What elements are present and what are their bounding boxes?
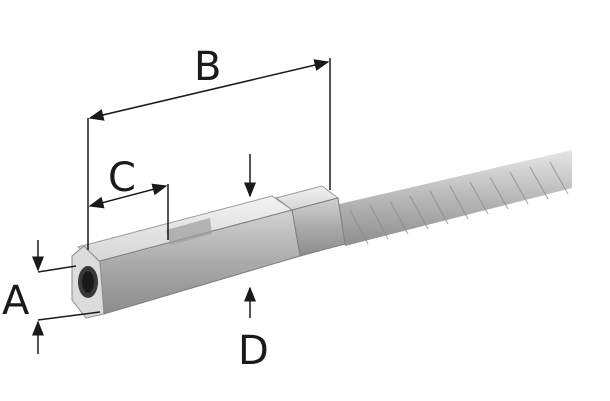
label-c: C [108, 155, 136, 201]
label-b: B [194, 44, 221, 90]
dimension-b [87, 58, 331, 250]
wire-rope-cable [335, 150, 572, 246]
hex-body-main [76, 195, 301, 315]
dimension-a [32, 240, 101, 354]
hex-end-face [71, 245, 105, 319]
dimension-c [88, 183, 169, 240]
label-d: D [238, 328, 269, 374]
label-a: A [2, 278, 30, 324]
